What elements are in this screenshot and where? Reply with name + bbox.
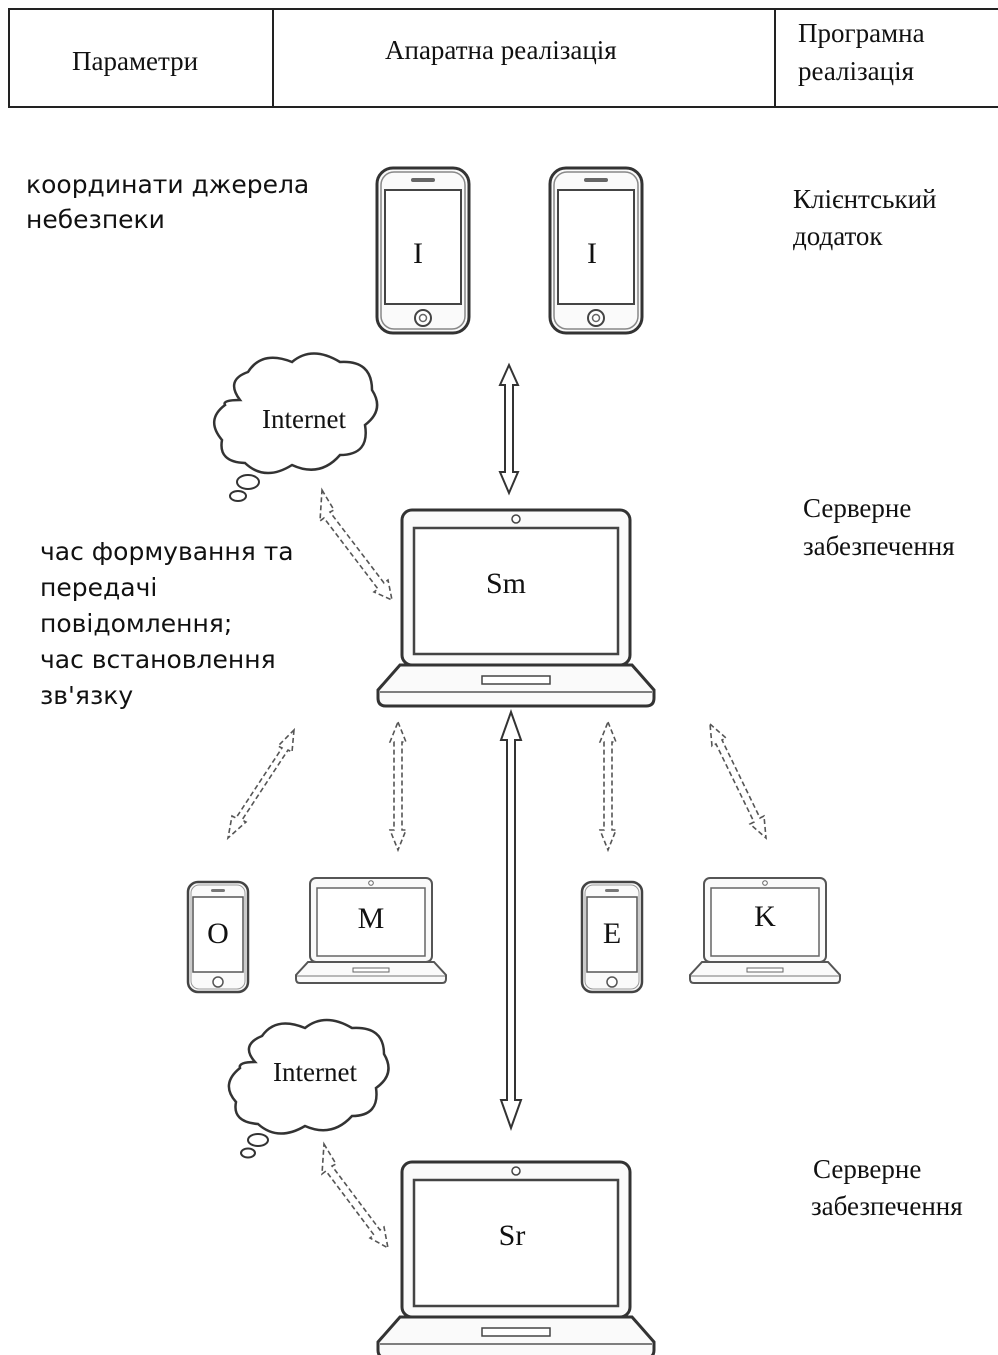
laptop-icon-bottom: Sr xyxy=(376,1160,656,1355)
label-client-line2: додаток xyxy=(793,221,883,251)
label-timing-line5: зв'язку xyxy=(40,681,134,710)
laptop-icon-k: K xyxy=(689,877,841,984)
label-client-line1: Клієнтський xyxy=(793,184,937,214)
label-timing-line1: час формування та xyxy=(40,537,294,566)
header-divider-1 xyxy=(272,10,274,106)
cloud-top-label: Internet xyxy=(262,404,346,434)
label-server2-line1: Серверне xyxy=(813,1154,922,1184)
phone-icon-e: E xyxy=(580,880,644,994)
laptop-icon-main: Sm xyxy=(376,508,656,708)
phone-right-label: I xyxy=(587,237,597,270)
header-col-hardware: Апаратна реалізація xyxy=(385,35,617,65)
label-coordinates-line2: небезпеки xyxy=(26,205,165,234)
phone-icon-o: O xyxy=(186,880,250,994)
label-timing-line2: передачі xyxy=(40,573,158,602)
header-table xyxy=(8,8,998,108)
header-col-parameters: Параметри xyxy=(72,46,199,76)
phone-icon-left: I xyxy=(375,166,471,335)
header-col-software-line1: Програмна xyxy=(798,18,925,48)
dashed-arrow-cloud-server-bottom xyxy=(321,1141,390,1250)
arrow-phones-server xyxy=(498,362,520,496)
cloud-bottom-label: Internet xyxy=(273,1057,357,1087)
dashed-arrows-lower xyxy=(226,719,767,853)
header-col-software-line2: реалізація xyxy=(798,56,915,86)
phone-o-label: O xyxy=(207,917,229,950)
label-server2-line2: забезпечення xyxy=(811,1191,963,1221)
label-server1-line2: забезпечення xyxy=(803,531,955,561)
laptop-main-label: Sm xyxy=(486,567,526,600)
label-timing-line4: час встановлення xyxy=(40,645,276,674)
dashed-arrow-cloud-server xyxy=(319,487,394,602)
internet-cloud-icon-top: Internet xyxy=(213,352,379,502)
laptop-bottom-label: Sr xyxy=(499,1219,526,1252)
laptop-icon-m: M xyxy=(295,877,447,984)
laptop-k-label: K xyxy=(754,900,776,933)
label-timing-line3: повідомлення; xyxy=(40,609,233,638)
arrow-server-server xyxy=(499,709,523,1131)
label-server1-line1: Серверне xyxy=(803,493,912,523)
label-coordinates-line1: координати джерела xyxy=(26,170,310,199)
phone-e-label: E xyxy=(603,917,621,950)
internet-cloud-icon-bottom: Internet xyxy=(227,1018,390,1159)
laptop-m-label: M xyxy=(358,902,385,935)
phone-icon-right: I xyxy=(548,166,644,335)
phone-left-label: I xyxy=(413,237,423,270)
header-divider-2 xyxy=(774,10,776,106)
